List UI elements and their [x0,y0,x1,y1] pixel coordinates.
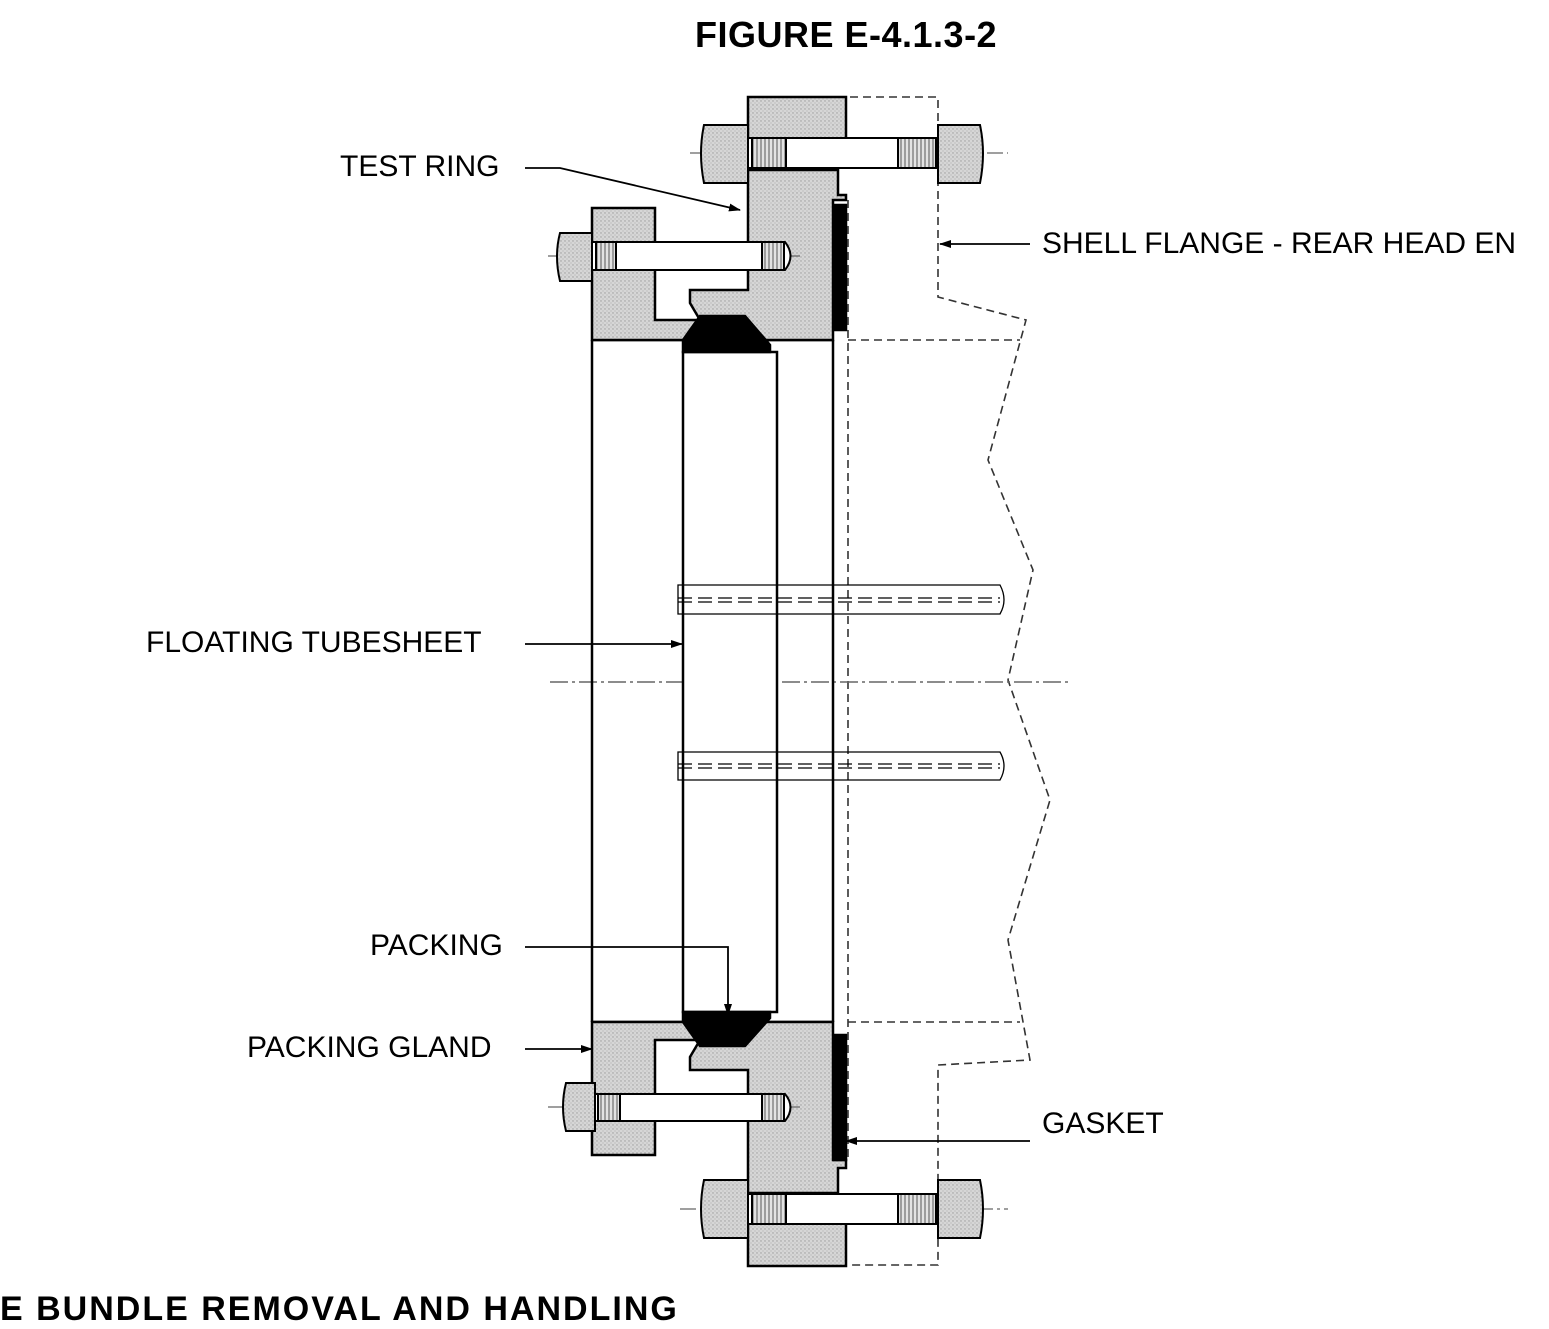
label-packing-gland: PACKING GLAND [247,1031,492,1064]
bottom-assembly [590,1010,848,1268]
packing-leader [525,946,732,1016]
test-ring-leader [525,167,741,212]
label-test-ring: TEST RING [340,150,500,183]
floating-tubesheet [681,350,779,1014]
bottom-bolt [680,1179,1008,1239]
leader-lines [525,167,1030,1145]
top-assembly [590,95,848,354]
label-gasket: GASKET [1042,1107,1164,1140]
tubes [677,584,1005,781]
lower-gland-bolt [548,1082,800,1132]
label-shell-flange: SHELL FLANGE - REAR HEAD EN [1042,227,1517,260]
upper-gland-bolt [548,232,800,282]
top-bolt [690,124,1008,184]
label-floating-tubesheet: FLOATING TUBESHEET [146,626,482,659]
shell-flange-outline [847,96,1051,1266]
footer-heading: E BUNDLE REMOVAL AND HANDLING [0,1290,679,1328]
label-packing: PACKING [370,929,503,962]
figure-title: FIGURE E-4.1.3-2 [695,14,998,55]
